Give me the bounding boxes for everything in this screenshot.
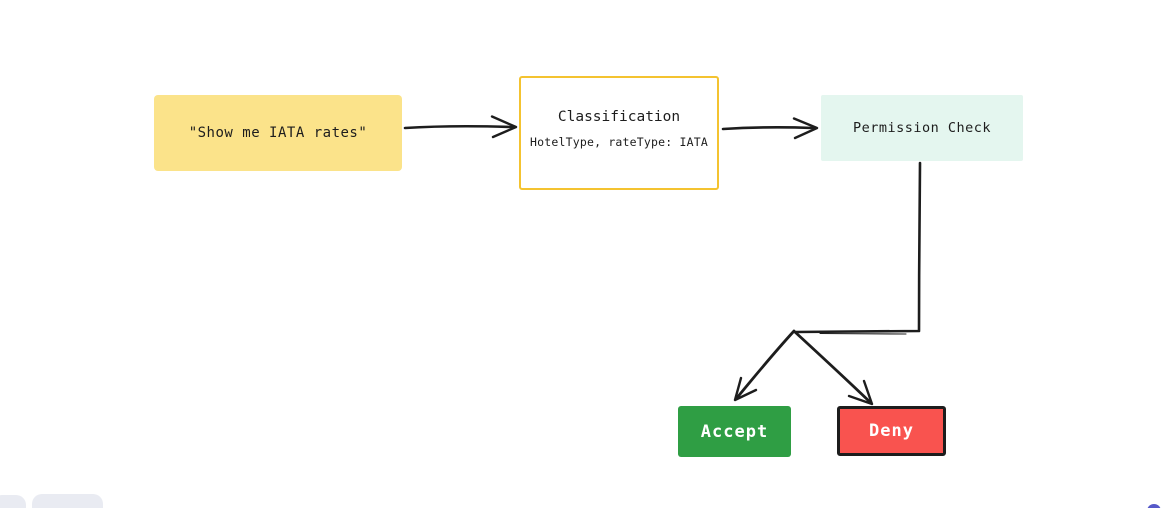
node-classification-subtitle: HotelType, rateType: IATA (529, 135, 709, 149)
arrow-branch-to-accept[interactable] (733, 329, 796, 402)
node-deny[interactable]: Deny (837, 406, 946, 456)
node-classification[interactable]: Classification HotelType, rateType: IATA (519, 76, 719, 190)
arrow-query-to-classification[interactable] (403, 115, 518, 139)
help-button[interactable] (1147, 504, 1161, 508)
line-permission-to-branch[interactable] (793, 161, 922, 335)
node-classification-title: Classification (557, 109, 681, 125)
node-permission-check-label: Permission Check (852, 120, 992, 136)
node-permission-check[interactable]: Permission Check (821, 95, 1023, 161)
canvas-toolbar[interactable] (32, 494, 103, 508)
arrow-classification-to-permission[interactable] (721, 117, 819, 140)
node-user-query-label: "Show me IATA rates" (188, 125, 368, 141)
node-accept-label: Accept (700, 421, 769, 442)
node-deny-label: Deny (869, 421, 914, 441)
canvas-zoom-controls[interactable] (0, 495, 26, 508)
node-user-query[interactable]: "Show me IATA rates" (154, 95, 402, 171)
arrow-branch-to-deny[interactable] (793, 330, 874, 406)
node-accept[interactable]: Accept (678, 406, 791, 457)
